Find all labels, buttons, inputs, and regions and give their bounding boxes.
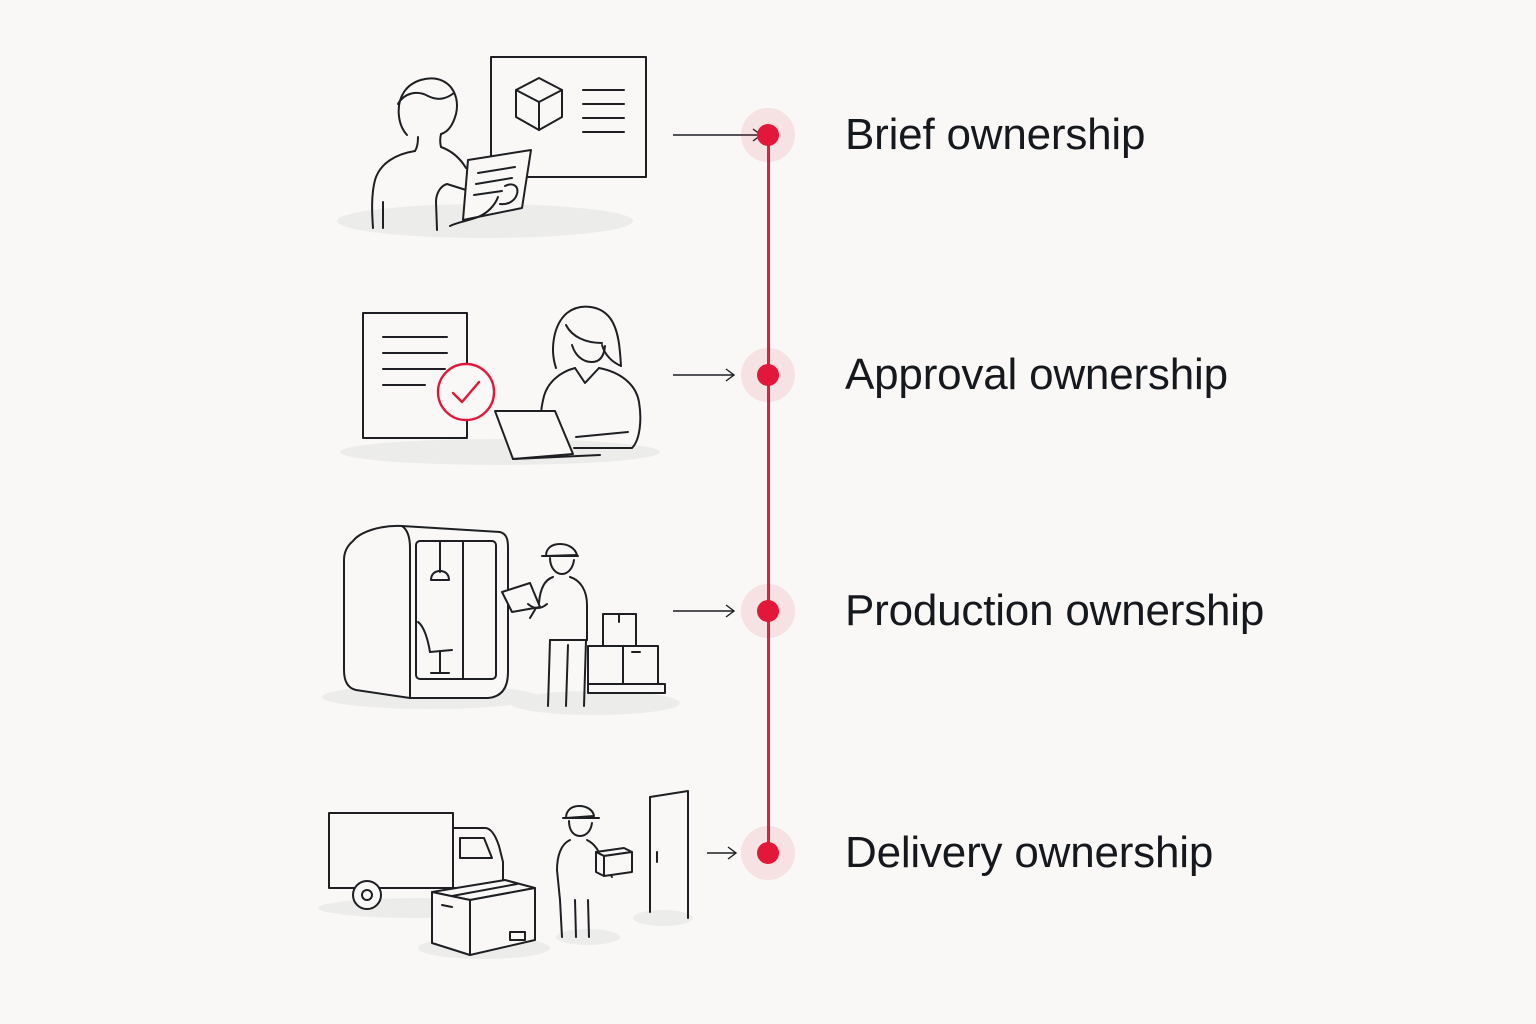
timeline-dot xyxy=(757,124,779,146)
step-label-approval: Approval ownership xyxy=(845,350,1228,399)
person-reviewing-brief-icon xyxy=(337,50,660,238)
booth-production-worker-icon xyxy=(322,520,680,715)
timeline-step-brief: Brief ownership xyxy=(0,108,1536,162)
arrow-right-icon xyxy=(673,604,736,618)
arrow-right-icon xyxy=(707,846,738,860)
timeline-step-delivery: Delivery ownership xyxy=(0,826,1536,880)
truck-courier-delivery-icon xyxy=(318,785,693,959)
timeline-dot xyxy=(757,600,779,622)
timeline-dot xyxy=(757,364,779,386)
approved-document-laptop-icon xyxy=(340,300,660,465)
arrow-right-icon xyxy=(673,368,736,382)
timeline-line xyxy=(767,135,770,855)
step-label-brief: Brief ownership xyxy=(845,110,1146,159)
timeline-step-production: Production ownership xyxy=(0,584,1536,638)
timeline-step-approval: Approval ownership xyxy=(0,348,1536,402)
step-label-delivery: Delivery ownership xyxy=(845,828,1214,877)
step-label-production: Production ownership xyxy=(845,586,1265,635)
timeline-dot xyxy=(757,842,779,864)
